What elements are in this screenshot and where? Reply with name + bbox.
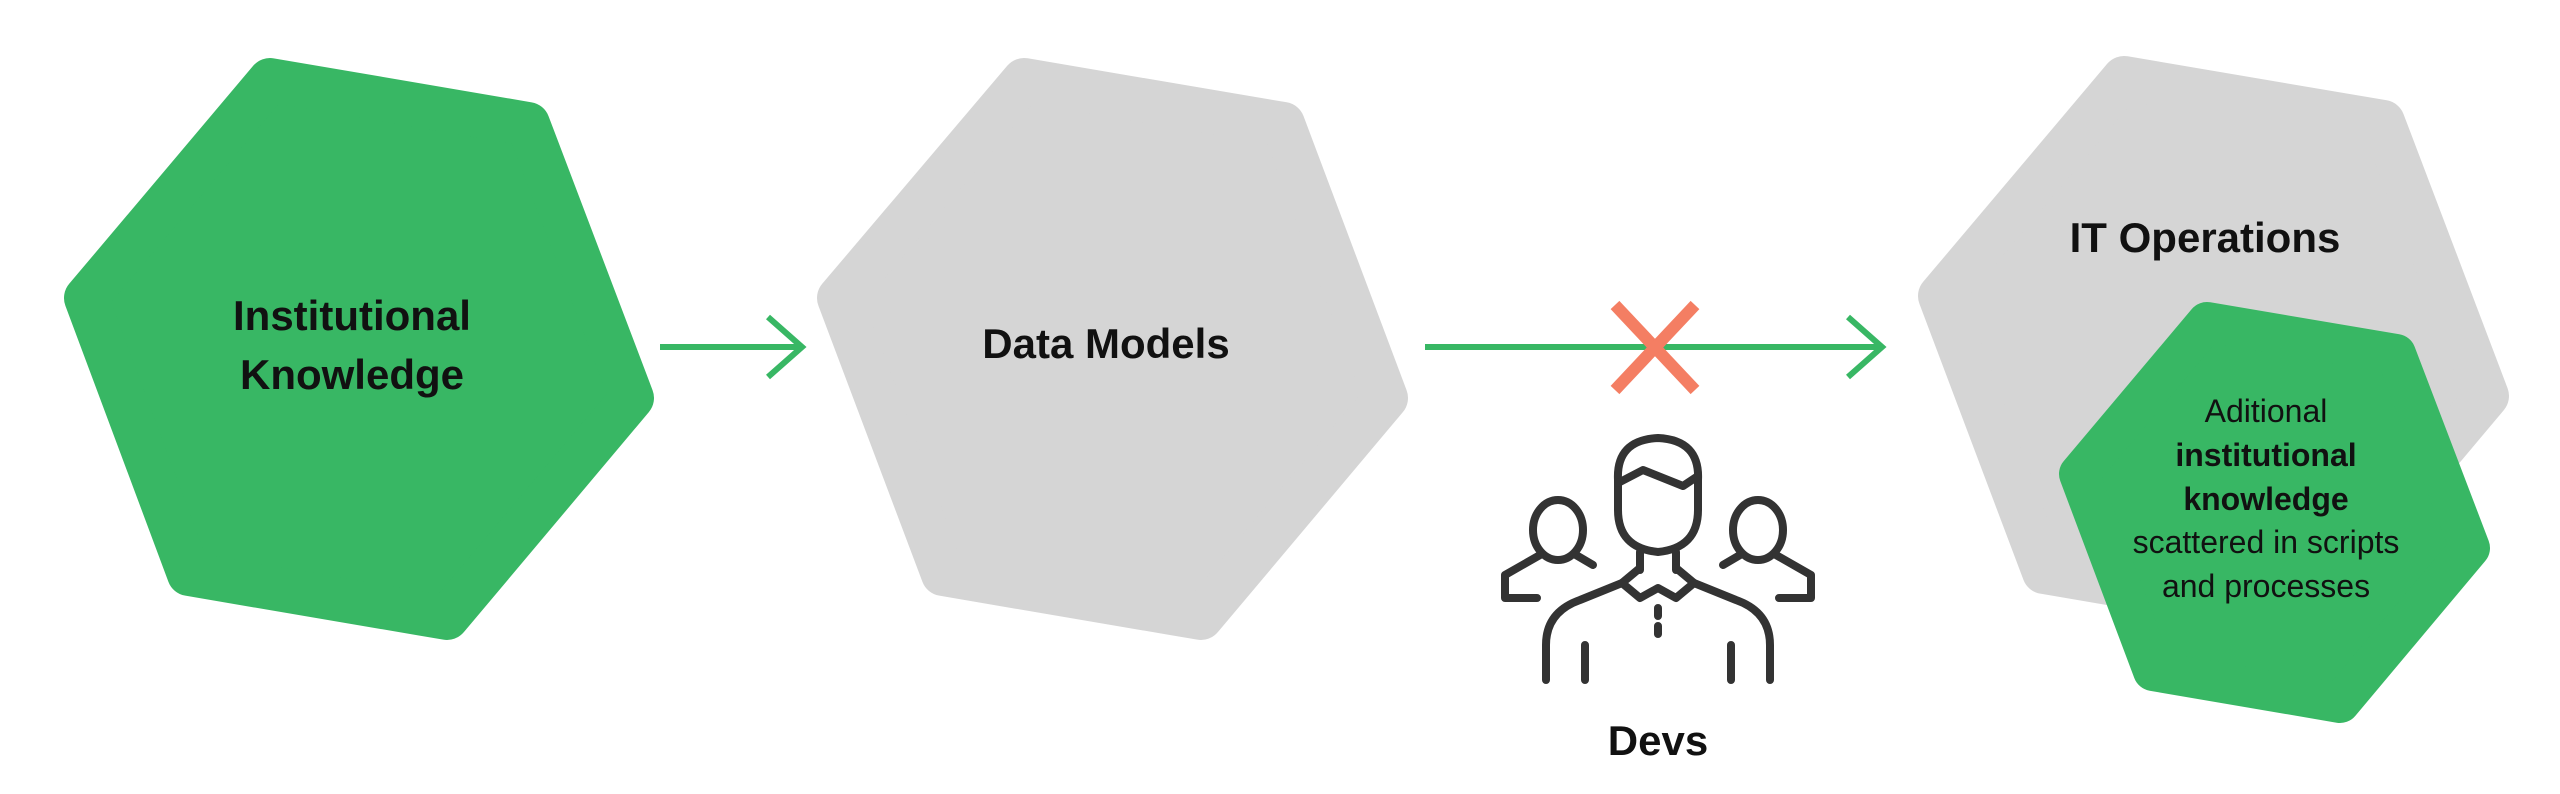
additional-line4: scattered in scripts [2133, 524, 2400, 560]
additional-line2: institutional [2175, 437, 2356, 473]
arrow-head-icon [1846, 314, 1887, 380]
institutional-knowledge-line2: Knowledge [240, 351, 464, 398]
arrow-to-data-models [660, 314, 807, 380]
arrow-head-icon [766, 314, 807, 380]
additional-knowledge-node: Aditional institutional knowledge scatte… [2059, 302, 2490, 723]
developers-group-icon [1501, 434, 1815, 684]
it-operations-label: IT Operations [2070, 214, 2341, 261]
data-models-node: Data Models [817, 58, 1408, 640]
arrow-to-it-operations [1425, 300, 1887, 395]
additional-line5: and processes [2162, 568, 2370, 604]
institutional-knowledge-line1: Institutional [233, 292, 471, 339]
additional-line3: knowledge [2183, 481, 2348, 517]
additional-line1: Aditional [2205, 393, 2328, 429]
institutional-knowledge-hexagon [64, 58, 654, 640]
additional-knowledge-hexagon [2059, 302, 2490, 723]
devs-label: Devs [1608, 717, 1708, 764]
institutional-knowledge-node: Institutional Knowledge [64, 58, 654, 640]
data-models-label: Data Models [982, 320, 1229, 367]
data-models-hexagon [817, 58, 1408, 640]
blocked-x-icon [1610, 300, 1700, 395]
